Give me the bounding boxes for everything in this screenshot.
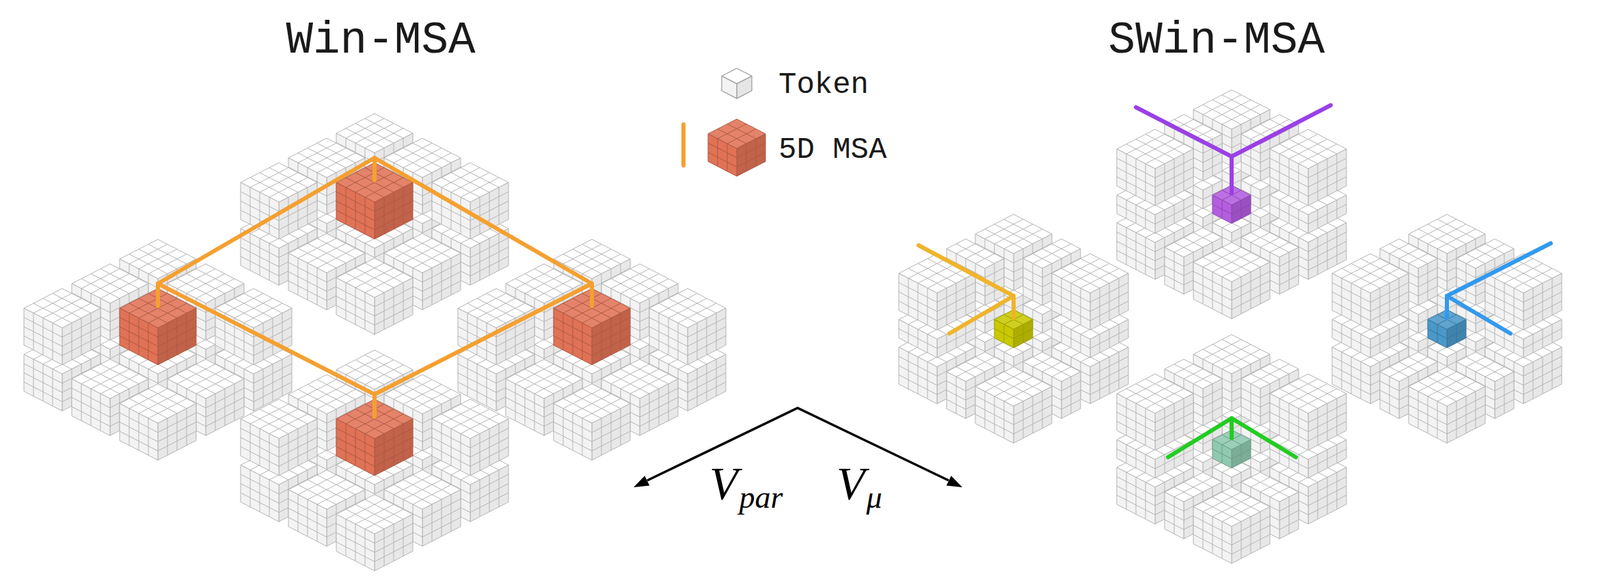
legend-samples — [683, 68, 766, 177]
attention-tick — [1444, 295, 1449, 318]
token-block — [336, 258, 413, 335]
token-grid — [1051, 258, 1129, 325]
token-block — [240, 399, 318, 476]
arrow-shaft — [647, 408, 949, 481]
token-block — [1116, 373, 1194, 451]
vector-symbol-group: Vpar — [709, 456, 783, 511]
token-grid — [240, 403, 318, 471]
token-grid — [708, 123, 766, 171]
token-sample — [721, 68, 752, 99]
token-block — [1332, 253, 1409, 331]
token-block — [1051, 253, 1129, 331]
arrow-head — [633, 475, 650, 488]
token-block — [457, 288, 535, 365]
attention-tick — [372, 157, 377, 181]
token-grid — [1193, 492, 1270, 559]
vector-subscript: μ — [866, 479, 883, 515]
attention-tick — [1229, 418, 1234, 439]
cube-right-face — [736, 133, 766, 177]
legend-label: Token — [778, 67, 869, 102]
token-grid — [1116, 378, 1194, 445]
shifted-attention-line — [1168, 418, 1296, 458]
token-grid — [431, 167, 509, 234]
token-grid — [553, 388, 631, 456]
arrow-head — [946, 475, 963, 488]
window-cluster — [240, 113, 509, 335]
token-block — [119, 384, 197, 461]
token-block — [23, 288, 101, 365]
legend-line-sample — [681, 124, 686, 166]
attention-lines — [157, 105, 1551, 458]
panel-title: SWin-MSA — [1108, 15, 1326, 67]
token-block — [1116, 129, 1194, 206]
token-block — [431, 399, 509, 476]
token-block — [215, 288, 292, 365]
token-grid — [215, 293, 292, 360]
window-attention-line — [157, 157, 592, 395]
token-block — [336, 494, 413, 572]
token-block — [898, 253, 976, 331]
token-grid — [1116, 133, 1194, 201]
token-grid — [975, 371, 1052, 439]
attention-tick — [589, 283, 594, 307]
token-grid — [431, 403, 509, 471]
token-grid — [336, 263, 413, 330]
shifted-attention-line — [1135, 105, 1331, 157]
token-block — [1193, 242, 1270, 320]
token-block — [649, 288, 726, 365]
legend-swatch — [708, 118, 766, 177]
token-grid — [23, 293, 101, 360]
cube-left-face — [721, 75, 737, 99]
token-clusters — [23, 90, 1562, 572]
token-block — [553, 384, 631, 461]
attention-tick — [155, 283, 160, 307]
token-block — [1269, 129, 1347, 206]
window-cluster — [240, 349, 509, 571]
token-block — [1269, 373, 1347, 451]
direction-arrows — [633, 408, 963, 488]
token-grid — [1193, 247, 1270, 314]
token-grid — [649, 293, 726, 360]
token-grid — [119, 388, 197, 456]
panel-title: Win-MSA — [285, 15, 476, 67]
token-block — [975, 367, 1052, 444]
token-block — [1193, 487, 1270, 564]
legend-label: 5D MSA — [778, 132, 887, 167]
shifted-attention-line — [918, 245, 1014, 334]
token-grid — [240, 167, 318, 234]
vector-subscript: par — [739, 479, 784, 515]
attention-tick — [372, 394, 377, 417]
shifted-window-cluster — [1332, 214, 1562, 444]
token-grid — [457, 293, 535, 360]
token-grid — [1269, 378, 1347, 445]
cube-right-face — [736, 75, 752, 99]
vector-symbol: V — [836, 457, 866, 510]
vector-symbol-group: Vμ — [836, 456, 883, 511]
token-grid — [1408, 371, 1486, 439]
token-grid — [1269, 133, 1347, 201]
shifted-window-cluster — [1116, 334, 1347, 564]
token-grid — [1332, 258, 1409, 325]
shifted-window-cluster — [898, 214, 1129, 444]
token-block — [1408, 367, 1486, 444]
token-grid — [336, 499, 413, 566]
attention-tick — [1011, 295, 1016, 318]
shifted-attention-line — [1446, 243, 1551, 334]
vector-symbol: V — [709, 457, 739, 510]
token-block — [1485, 253, 1562, 331]
cube-left-face — [708, 133, 737, 177]
attention-tick — [1229, 156, 1234, 194]
shifted-window-cluster — [1116, 90, 1347, 320]
